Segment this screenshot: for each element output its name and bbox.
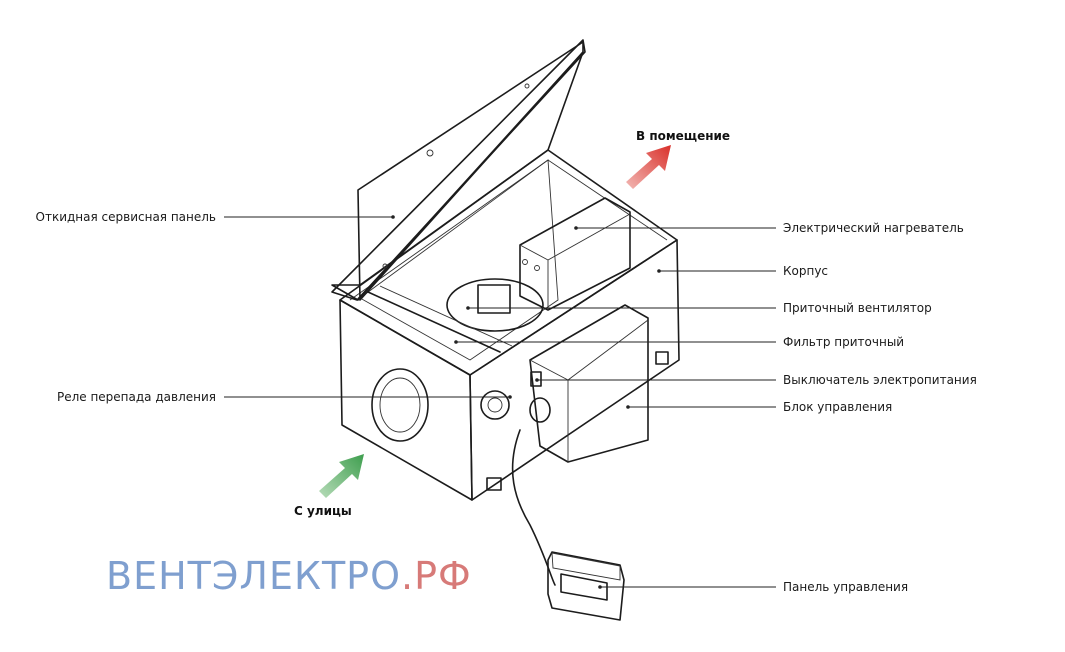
fan-housing (446, 278, 544, 332)
leader-housing-dot (657, 269, 661, 273)
heater-box (519, 197, 631, 311)
leader-control-panel-dot (598, 585, 602, 589)
fan-motor-box (477, 284, 511, 314)
lid-screw-2 (382, 263, 388, 269)
pressure-relay (480, 390, 510, 420)
heater-terminal-1 (522, 259, 528, 265)
filter-rail-1 (367, 291, 501, 353)
housing-foot-1 (486, 477, 502, 491)
outlet-arrow (626, 145, 671, 189)
leader-power-switch-dot (535, 378, 539, 382)
label-filter: Фильтр приточный (783, 335, 904, 349)
remote-panel-top (551, 552, 621, 581)
service-panel-lid-face (331, 51, 584, 301)
lid-outline (357, 41, 584, 301)
remote-panel (547, 551, 625, 621)
label-housing: Корпус (783, 264, 828, 278)
power-switch (530, 371, 542, 387)
watermark-suffix: .РФ (401, 554, 472, 598)
heater-terminal-2 (534, 265, 540, 271)
label-pressure-relay: Реле перепада давления (57, 390, 216, 404)
leader-heater-dot (574, 226, 578, 230)
housing-drawing (331, 39, 680, 621)
inlet-arrow (319, 454, 364, 498)
control-block-port (529, 397, 551, 423)
service-panel-lid (331, 39, 586, 301)
heater-edge-2 (547, 213, 631, 261)
rim-inner-edge (349, 159, 668, 301)
control-block-box (529, 304, 649, 463)
inner-back-wall (359, 159, 559, 361)
control-block-edge (529, 359, 569, 381)
control-block-edge-2 (567, 319, 649, 381)
leader-control-block-dot (626, 405, 630, 409)
label-power-switch: Выключатель электропитания (783, 373, 977, 387)
inlet-collar-inner (379, 377, 421, 433)
panel-cable (511, 429, 556, 586)
leader-service-panel-dot (391, 215, 395, 219)
leader-pressure-relay-dot (508, 395, 512, 399)
outlet-flow-label: В помещение (636, 129, 730, 143)
watermark-main: ВЕНТЭЛЕКТРО (106, 554, 401, 598)
label-heater: Электрический нагреватель (783, 221, 964, 235)
pressure-relay-inner (487, 397, 503, 413)
lid-screw (524, 83, 530, 89)
label-fan: Приточный вентилятор (783, 301, 932, 315)
label-control-panel: Панель управления (783, 580, 908, 594)
leader-fan-dot (466, 306, 470, 310)
label-control-block: Блок управления (783, 400, 892, 414)
label-service-panel: Откидная сервисная панель (36, 210, 216, 224)
leader-filter-dot (454, 340, 458, 344)
remote-panel-screen (560, 573, 608, 601)
leaders (224, 215, 776, 589)
filter-rail-2 (379, 285, 513, 347)
inlet-flow-label: С улицы (294, 504, 352, 518)
watermark: ВЕНТЭЛЕКТРО.РФ (106, 554, 472, 598)
heater-edge (519, 244, 549, 261)
housing-foot-2 (655, 351, 669, 365)
lid-hinge-1 (426, 149, 434, 157)
inlet-collar-outer (371, 368, 429, 442)
